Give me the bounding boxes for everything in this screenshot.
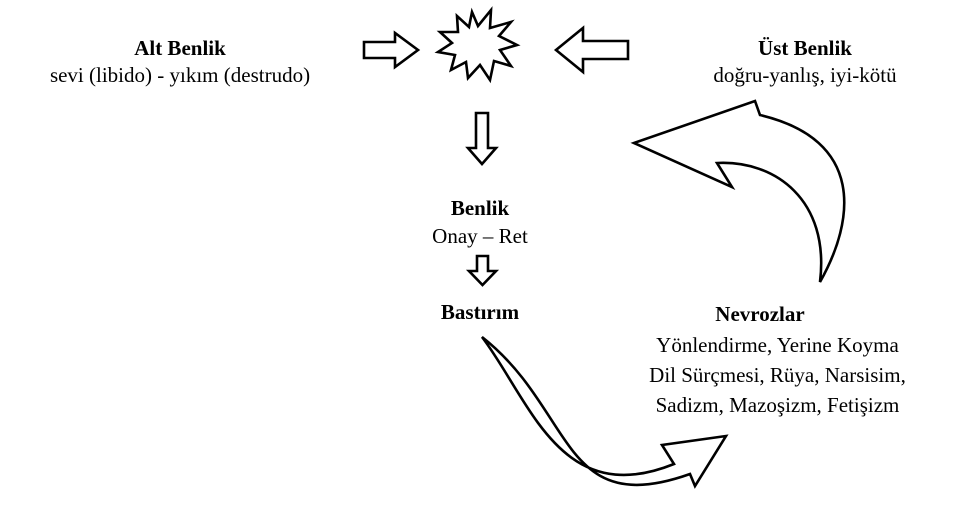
bastirim-title: Bastırım (440, 300, 520, 324)
small-down-block-arrow-icon (465, 254, 500, 287)
left-block-arrow-icon (553, 25, 630, 75)
benlik-subtitle: Onay – Ret (432, 224, 528, 248)
nevrozlar-line-1: Yönlendirme, Yerine Koyma (656, 333, 899, 357)
explosion-burst-icon (434, 6, 521, 84)
nevrozlar-title: Nevrozlar (715, 302, 805, 326)
nevrozlar-line-3: Sadizm, Mazoşizm, Fetişizm (655, 393, 900, 417)
nevrozlar-line-2: Dil Sürçmesi, Rüya, Narsisim, (649, 363, 906, 387)
benlik-title: Benlik (450, 196, 510, 220)
curved-arrow-nevrozlar-to-ust-benlik-icon (630, 99, 846, 283)
alt-benlik-title: Alt Benlik (134, 36, 226, 60)
curved-arrow-bastirim-to-nevrozlar-icon (480, 335, 729, 489)
alt-benlik-subtitle: sevi (libido) - yıkım (destrudo) (49, 63, 311, 87)
ust-benlik-subtitle: doğru-yanlış, iyi-kötü (713, 63, 897, 87)
ust-benlik-title: Üst Benlik (758, 36, 852, 60)
right-block-arrow-icon (362, 30, 421, 70)
down-block-arrow-icon (465, 111, 499, 166)
